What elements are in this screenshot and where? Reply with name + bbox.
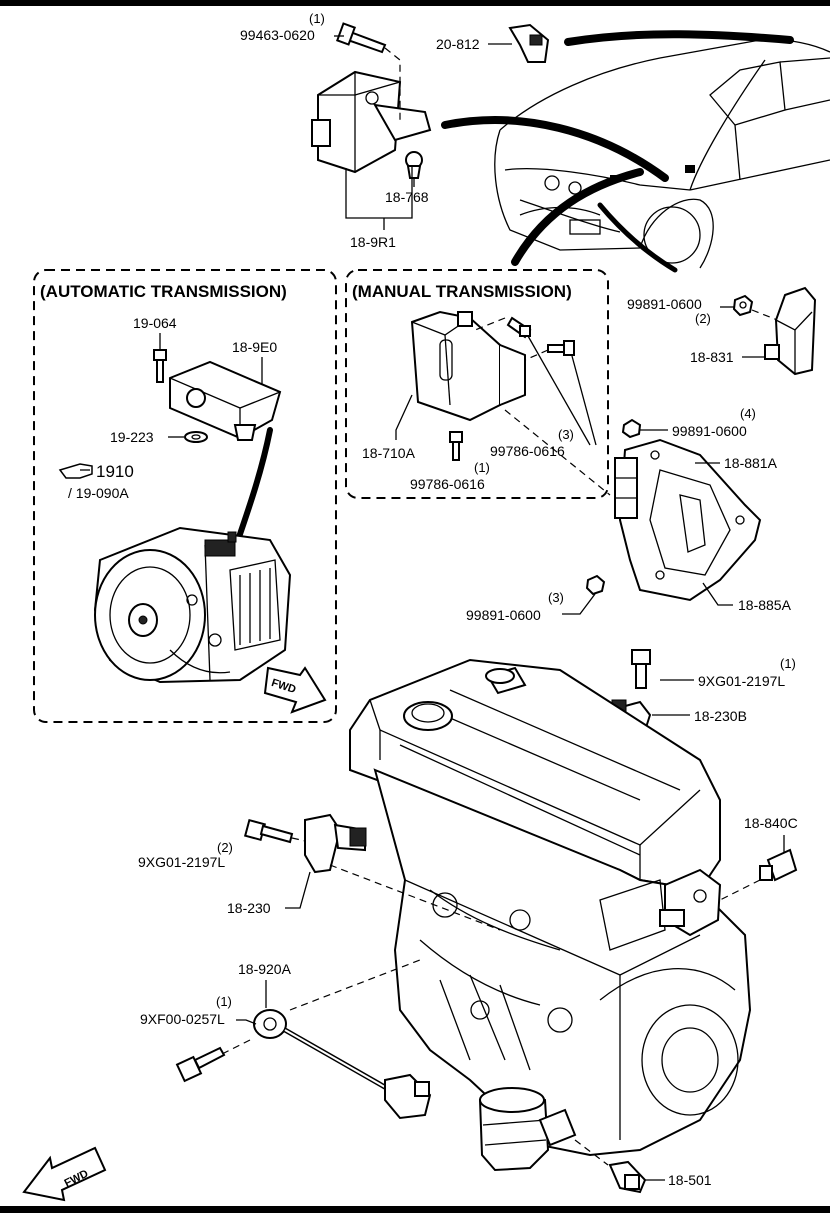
callout-99891-0600-a: 99891-0600 xyxy=(627,296,702,312)
callout-99786-0616-a: 99786-0616 xyxy=(410,476,485,492)
bracket-18-831 xyxy=(764,286,817,376)
washer-19-223 xyxy=(184,431,208,443)
nut-99891-0600-a xyxy=(732,294,754,317)
callout-18-9R1: 18-9R1 xyxy=(350,234,396,250)
vehicle-illustration xyxy=(494,39,830,269)
pointer-stroke-2 xyxy=(441,116,669,182)
callout-99891-0600-c: 99891-0600 xyxy=(466,607,541,623)
callout-18-831: 18-831 xyxy=(690,349,734,365)
callout-18-840C: 18-840C xyxy=(744,815,798,831)
automatic-transmission-heading: (AUTOMATIC TRANSMISSION) xyxy=(40,282,287,301)
callout-18-230: 18-230 xyxy=(227,900,271,916)
part-18-9R1-module xyxy=(311,70,432,174)
pointing-hand-icon xyxy=(58,463,93,479)
top-border xyxy=(0,0,830,6)
callout-18-501: 18-501 xyxy=(668,1172,712,1188)
callout-18-710A: 18-710A xyxy=(362,445,416,461)
callout-99891-c-qty: (3) xyxy=(548,590,564,605)
automatic-transmission xyxy=(93,526,292,684)
sensor-18-920A xyxy=(253,1009,432,1120)
callout-19-223: 19-223 xyxy=(110,429,154,445)
callout-99891-b-qty: (4) xyxy=(740,406,756,421)
engine-assembly xyxy=(349,658,752,1172)
fwd-arrow-icon: FWD xyxy=(263,666,327,714)
clip-18-768 xyxy=(405,151,423,179)
automatic-transmission-box xyxy=(33,269,337,723)
part-18-9E0-tcm xyxy=(169,360,282,441)
pointer-stroke-1 xyxy=(564,30,794,46)
callout-9XF00-qty: (1) xyxy=(216,994,232,1009)
fwd-arrow-icon: FWD xyxy=(22,1146,107,1202)
bracket-18-710A xyxy=(410,310,526,422)
callout-99891-a-qty: (2) xyxy=(695,311,711,326)
bolt-9XG01-2197L-b xyxy=(243,818,294,844)
callout-1910: 1910 xyxy=(96,462,134,481)
callout-19-064: 19-064 xyxy=(133,315,177,331)
bracket-18-881A xyxy=(614,438,762,602)
callout-20-812: 20-812 xyxy=(436,36,480,52)
sensor-18-840C xyxy=(759,848,798,882)
sensor-18-501 xyxy=(608,1160,647,1194)
callout-9XF00-0257L: 9XF00-0257L xyxy=(140,1011,225,1027)
callout-9XG01-2197L-b: 9XG01-2197L xyxy=(138,854,225,870)
callout-99463-0620: 99463-0620 xyxy=(240,27,315,43)
callout-9XG01-a-qty: (1) xyxy=(780,656,796,671)
bolt-99786-0616-single xyxy=(449,431,463,461)
callout-19-090A: / 19-090A xyxy=(68,485,129,501)
callout-18-920A: 18-920A xyxy=(238,961,292,977)
callout-18-881A: 18-881A xyxy=(724,455,778,471)
manual-transmission-heading: (MANUAL TRANSMISSION) xyxy=(352,282,572,301)
callout-99891-0600-b: 99891-0600 xyxy=(672,423,747,439)
bolt-9XG01-2197L-a xyxy=(631,649,651,689)
callout-99786-a-qty: (1) xyxy=(474,460,490,475)
callout-18-9E0: 18-9E0 xyxy=(232,339,277,355)
bottom-border xyxy=(0,1206,830,1213)
callout-18-768: 18-768 xyxy=(385,189,429,205)
part-20-812 xyxy=(508,23,550,63)
callout-18-230B: 18-230B xyxy=(694,708,747,724)
bolts-99786-0616-set xyxy=(506,316,575,356)
callout-9XG01-2197L-a: 9XG01-2197L xyxy=(698,673,785,689)
nut-99891-0600-b xyxy=(621,418,642,439)
callout-18-885A: 18-885A xyxy=(738,597,792,613)
bolt-19-064 xyxy=(153,349,167,383)
bolt-9XF00-0257L xyxy=(175,1046,226,1083)
bolt-99463-0620 xyxy=(336,22,387,54)
callout-99463-qty: (1) xyxy=(309,11,325,26)
callout-99786-0616-b: 99786-0616 xyxy=(490,443,565,459)
nut-99891-0600-c xyxy=(585,574,606,596)
sensor-18-230 xyxy=(304,813,367,874)
callout-99786-b-qty: (3) xyxy=(558,427,574,442)
callout-9XG01-b-qty: (2) xyxy=(217,840,233,855)
pointer-stroke-3 xyxy=(511,168,644,266)
